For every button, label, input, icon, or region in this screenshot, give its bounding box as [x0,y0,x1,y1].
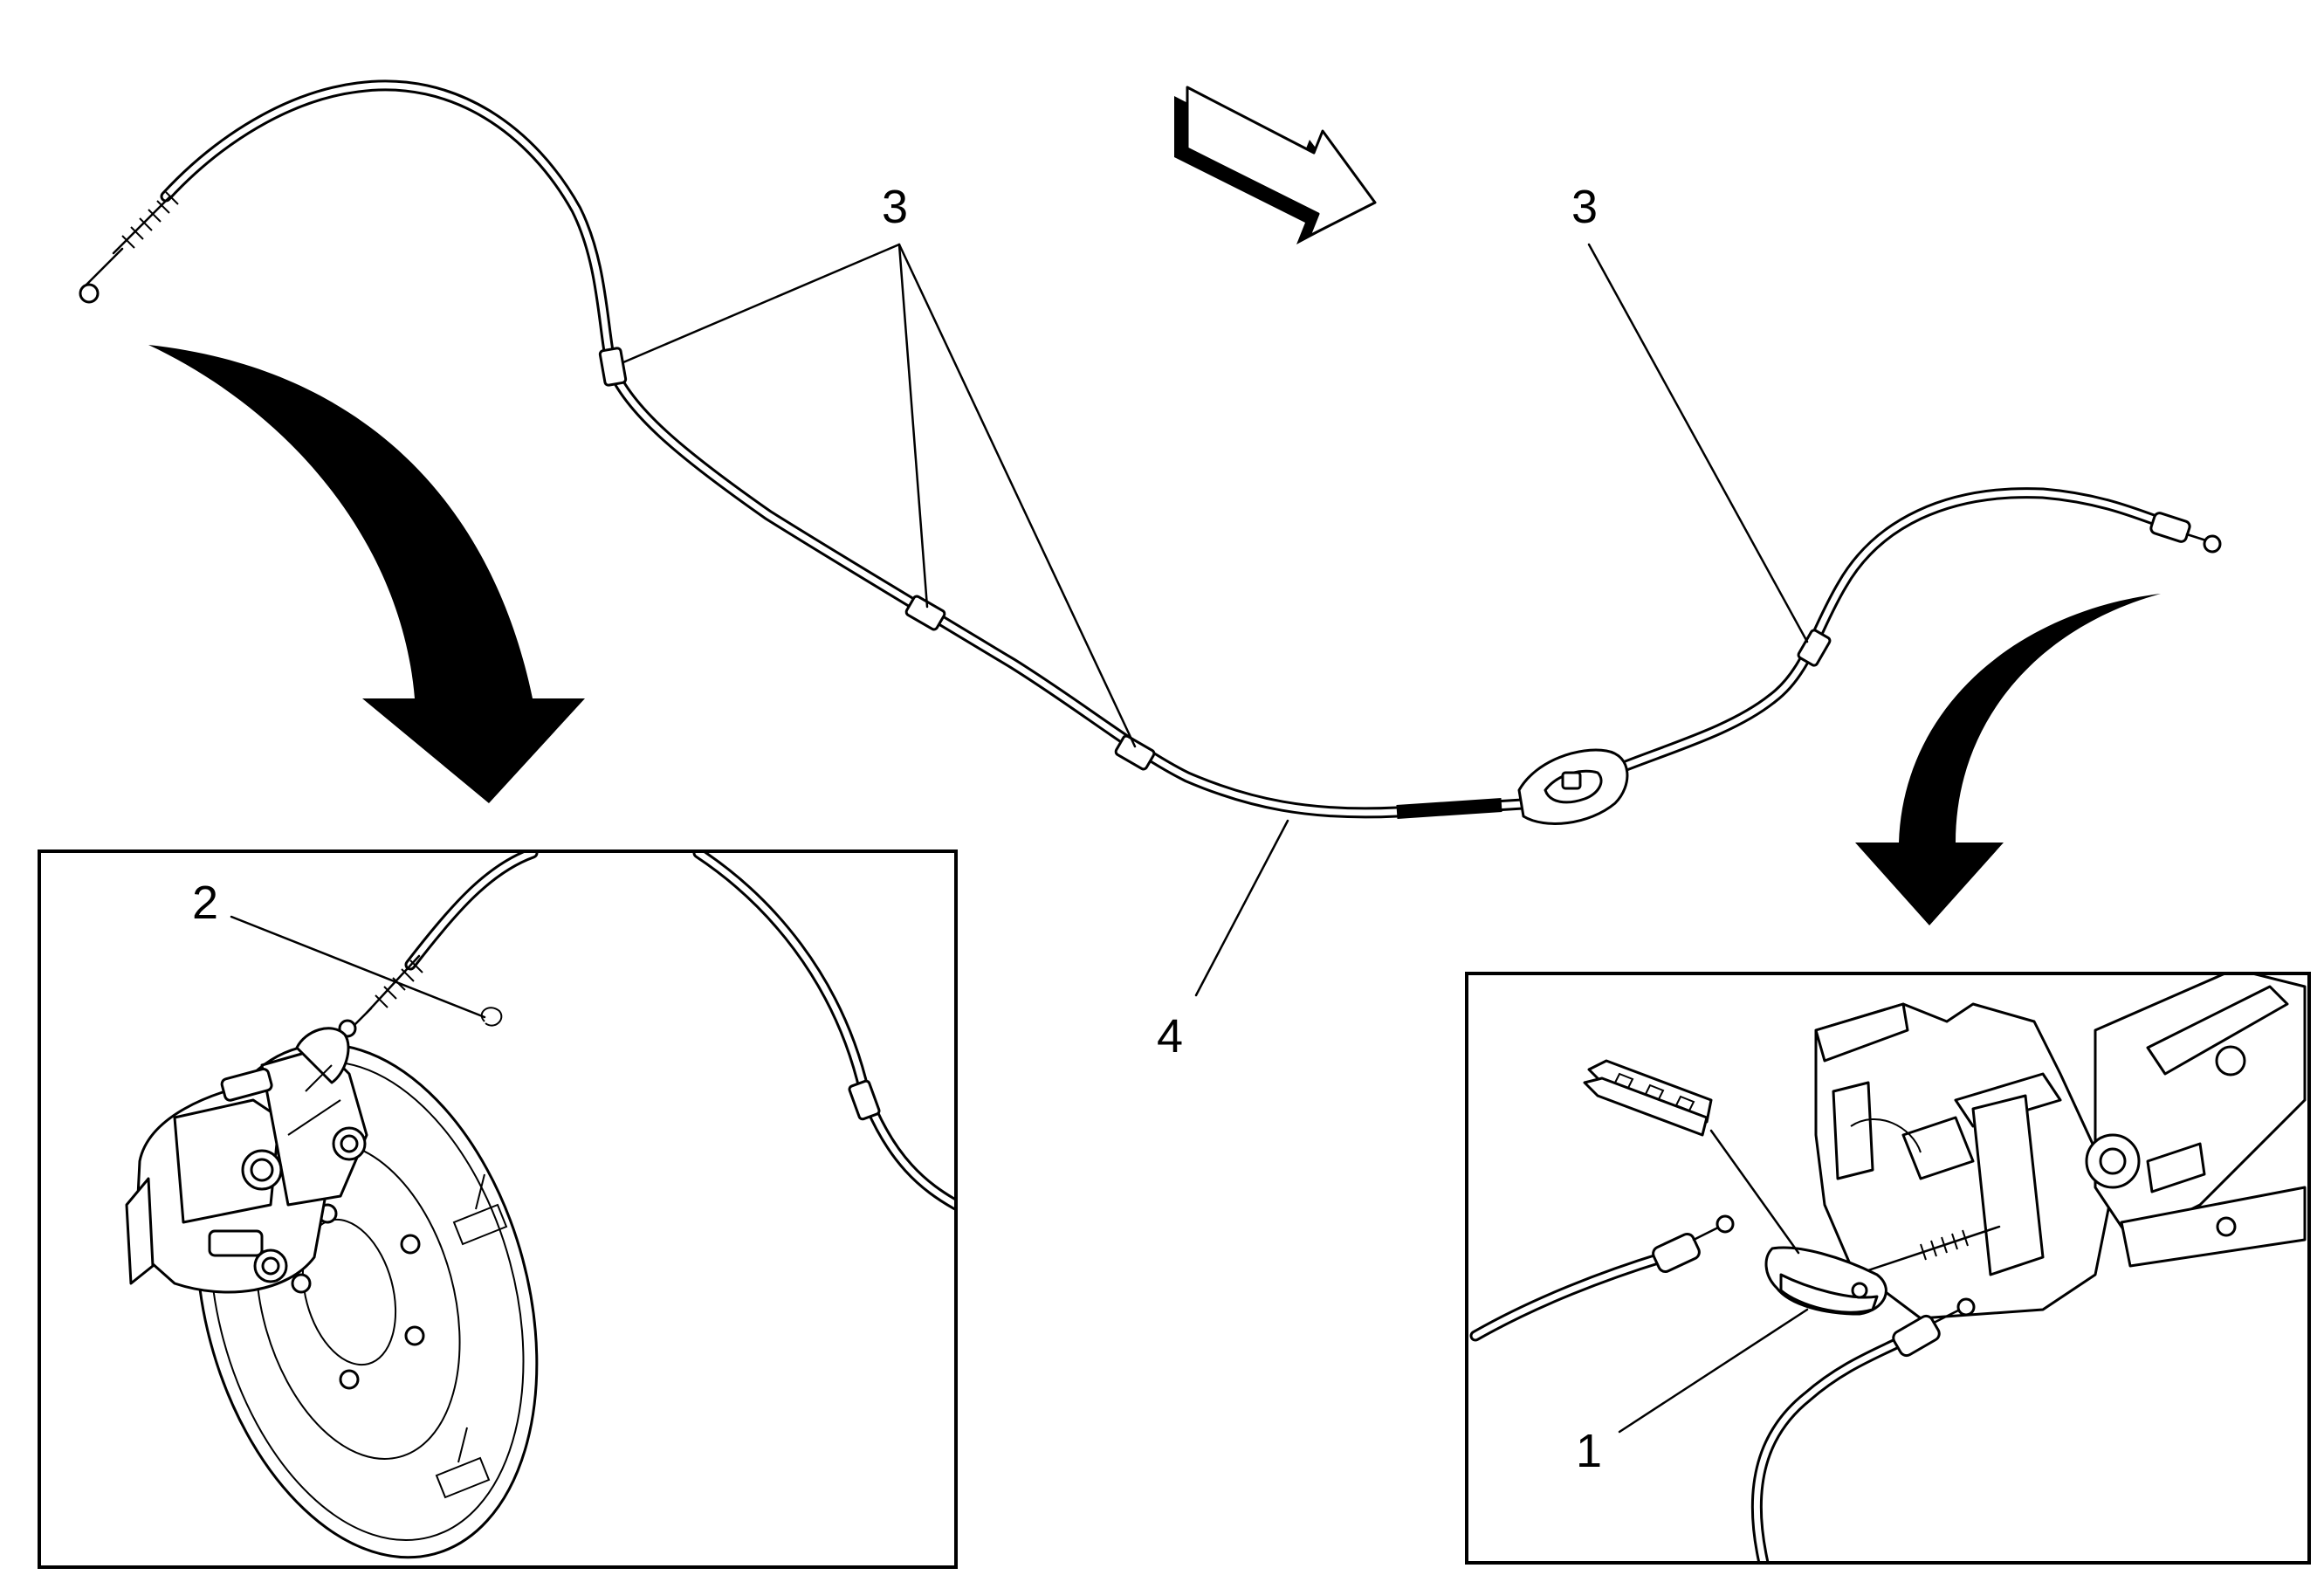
callout-3-left: 3 [882,181,908,233]
parking-brake-lever-assembly [1814,975,2307,1320]
return-spring-clip [480,1007,503,1027]
equalizer [1764,1246,1887,1316]
cable-clip-1 [598,347,628,387]
left-inset-caliper [38,849,958,1569]
left-cable-threaded-end [79,191,179,304]
right-cable-end-fitting [2149,512,2222,554]
callout-2: 2 [192,877,218,929]
leader-lines-3 [622,243,1809,748]
callout-4: 4 [1157,1010,1183,1063]
leader-line-2 [230,915,486,1019]
cable-retainer [1583,1059,1713,1137]
cable-clip-3 [1114,734,1156,771]
cable-connector [1517,748,1629,825]
cable-sleeve [1396,798,1502,819]
cable-clip-4 [1797,629,1832,667]
cable-clip-2 [904,595,946,631]
callout-1: 1 [1576,1425,1602,1477]
leader-line-1 [1618,1308,1809,1434]
forward-direction-arrow [1174,86,1377,244]
right-curved-arrow [1855,594,2161,925]
parking-brake-cable [79,79,2222,825]
callout-3-right: 3 [1571,181,1598,233]
right-inset-equalizer [1465,972,2311,1565]
leader-line-4 [1194,819,1289,997]
left-curved-arrow [148,345,585,803]
brake-caliper [125,1027,368,1294]
